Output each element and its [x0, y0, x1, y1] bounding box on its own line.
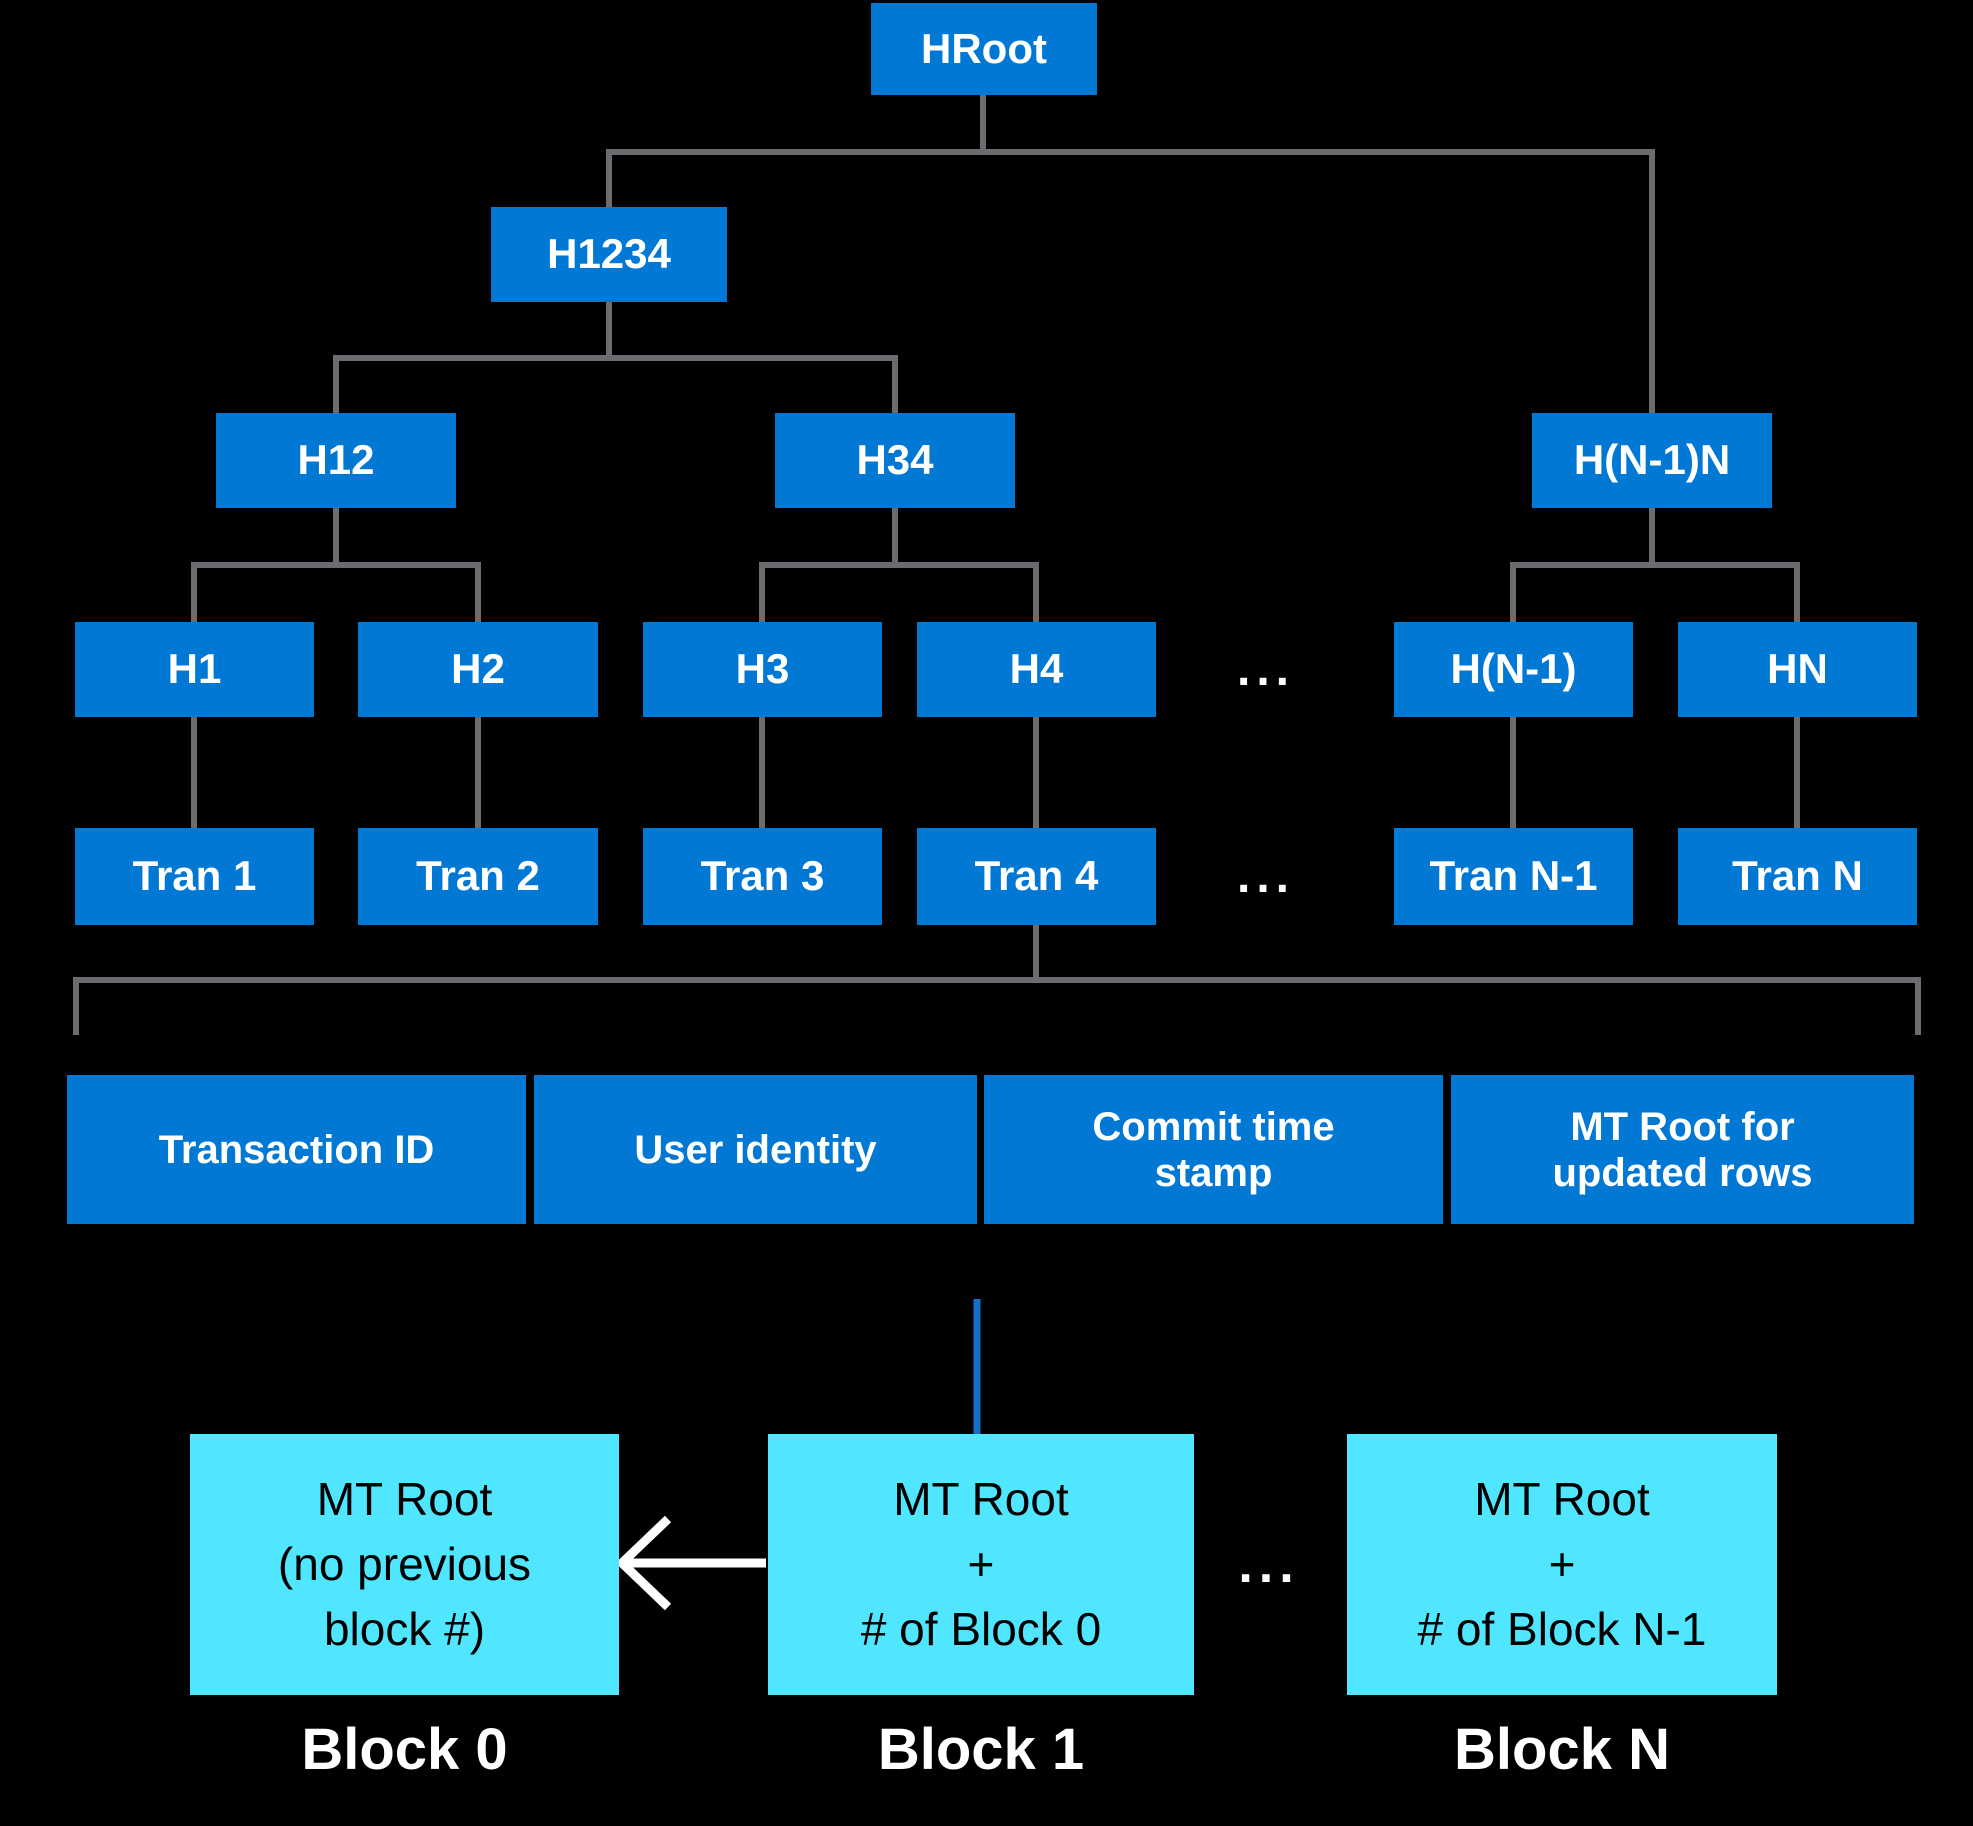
node-trann1: Tran N-1 [1394, 828, 1633, 925]
block-n-box: MT Root + # of Block N-1 [1347, 1434, 1777, 1695]
node-tran2: Tran 2 [358, 828, 598, 925]
node-h1: H1 [75, 622, 314, 717]
level1-branch-connector [606, 149, 1655, 413]
node-tran4: Tran 4 [917, 828, 1156, 925]
field-transaction-id: Transaction ID [67, 1075, 526, 1224]
block-1-label: Block 1 [877, 1717, 1085, 1782]
block-0-box: MT Root (no previous block #) [190, 1434, 619, 1695]
field-mt-root: MT Root for updated rows [1451, 1075, 1914, 1224]
block-0-label: Block 0 [301, 1717, 508, 1782]
node-h1234: H1234 [491, 207, 727, 302]
previous-block-arrow [615, 1515, 766, 1611]
h34-branch-connector [759, 562, 1039, 622]
node-hn: HN [1678, 622, 1917, 717]
arrow-head [615, 1515, 672, 1611]
node-hroot: HRoot [871, 3, 1097, 95]
field-commit-time-stamp: Commit time stamp [984, 1075, 1443, 1224]
block-1-box: MT Root + # of Block 0 [768, 1434, 1194, 1695]
node-hn1n: H(N-1)N [1532, 413, 1772, 508]
node-h12: H12 [216, 413, 456, 508]
node-tran3: Tran 3 [643, 828, 882, 925]
tran-row-ellipsis: ... [1236, 850, 1295, 903]
h12-branch-connector [191, 562, 481, 622]
block-n-label: Block N [1454, 1717, 1670, 1782]
field-user-identity: User identity [534, 1075, 977, 1224]
transaction-bracket-connector [73, 977, 1921, 1035]
hash-row-ellipsis: ... [1236, 643, 1295, 696]
node-hn1: H(N-1) [1394, 622, 1633, 717]
node-tran1: Tran 1 [75, 828, 314, 925]
node-h3: H3 [643, 622, 882, 717]
level2-branch-connector [333, 355, 898, 413]
node-trann: Tran N [1678, 828, 1917, 925]
block-row-ellipsis: ... [1238, 1535, 1300, 1594]
node-h2: H2 [358, 622, 598, 717]
node-h34: H34 [775, 413, 1015, 508]
node-h4: H4 [917, 622, 1156, 717]
hn1n-branch-connector [1510, 562, 1800, 622]
